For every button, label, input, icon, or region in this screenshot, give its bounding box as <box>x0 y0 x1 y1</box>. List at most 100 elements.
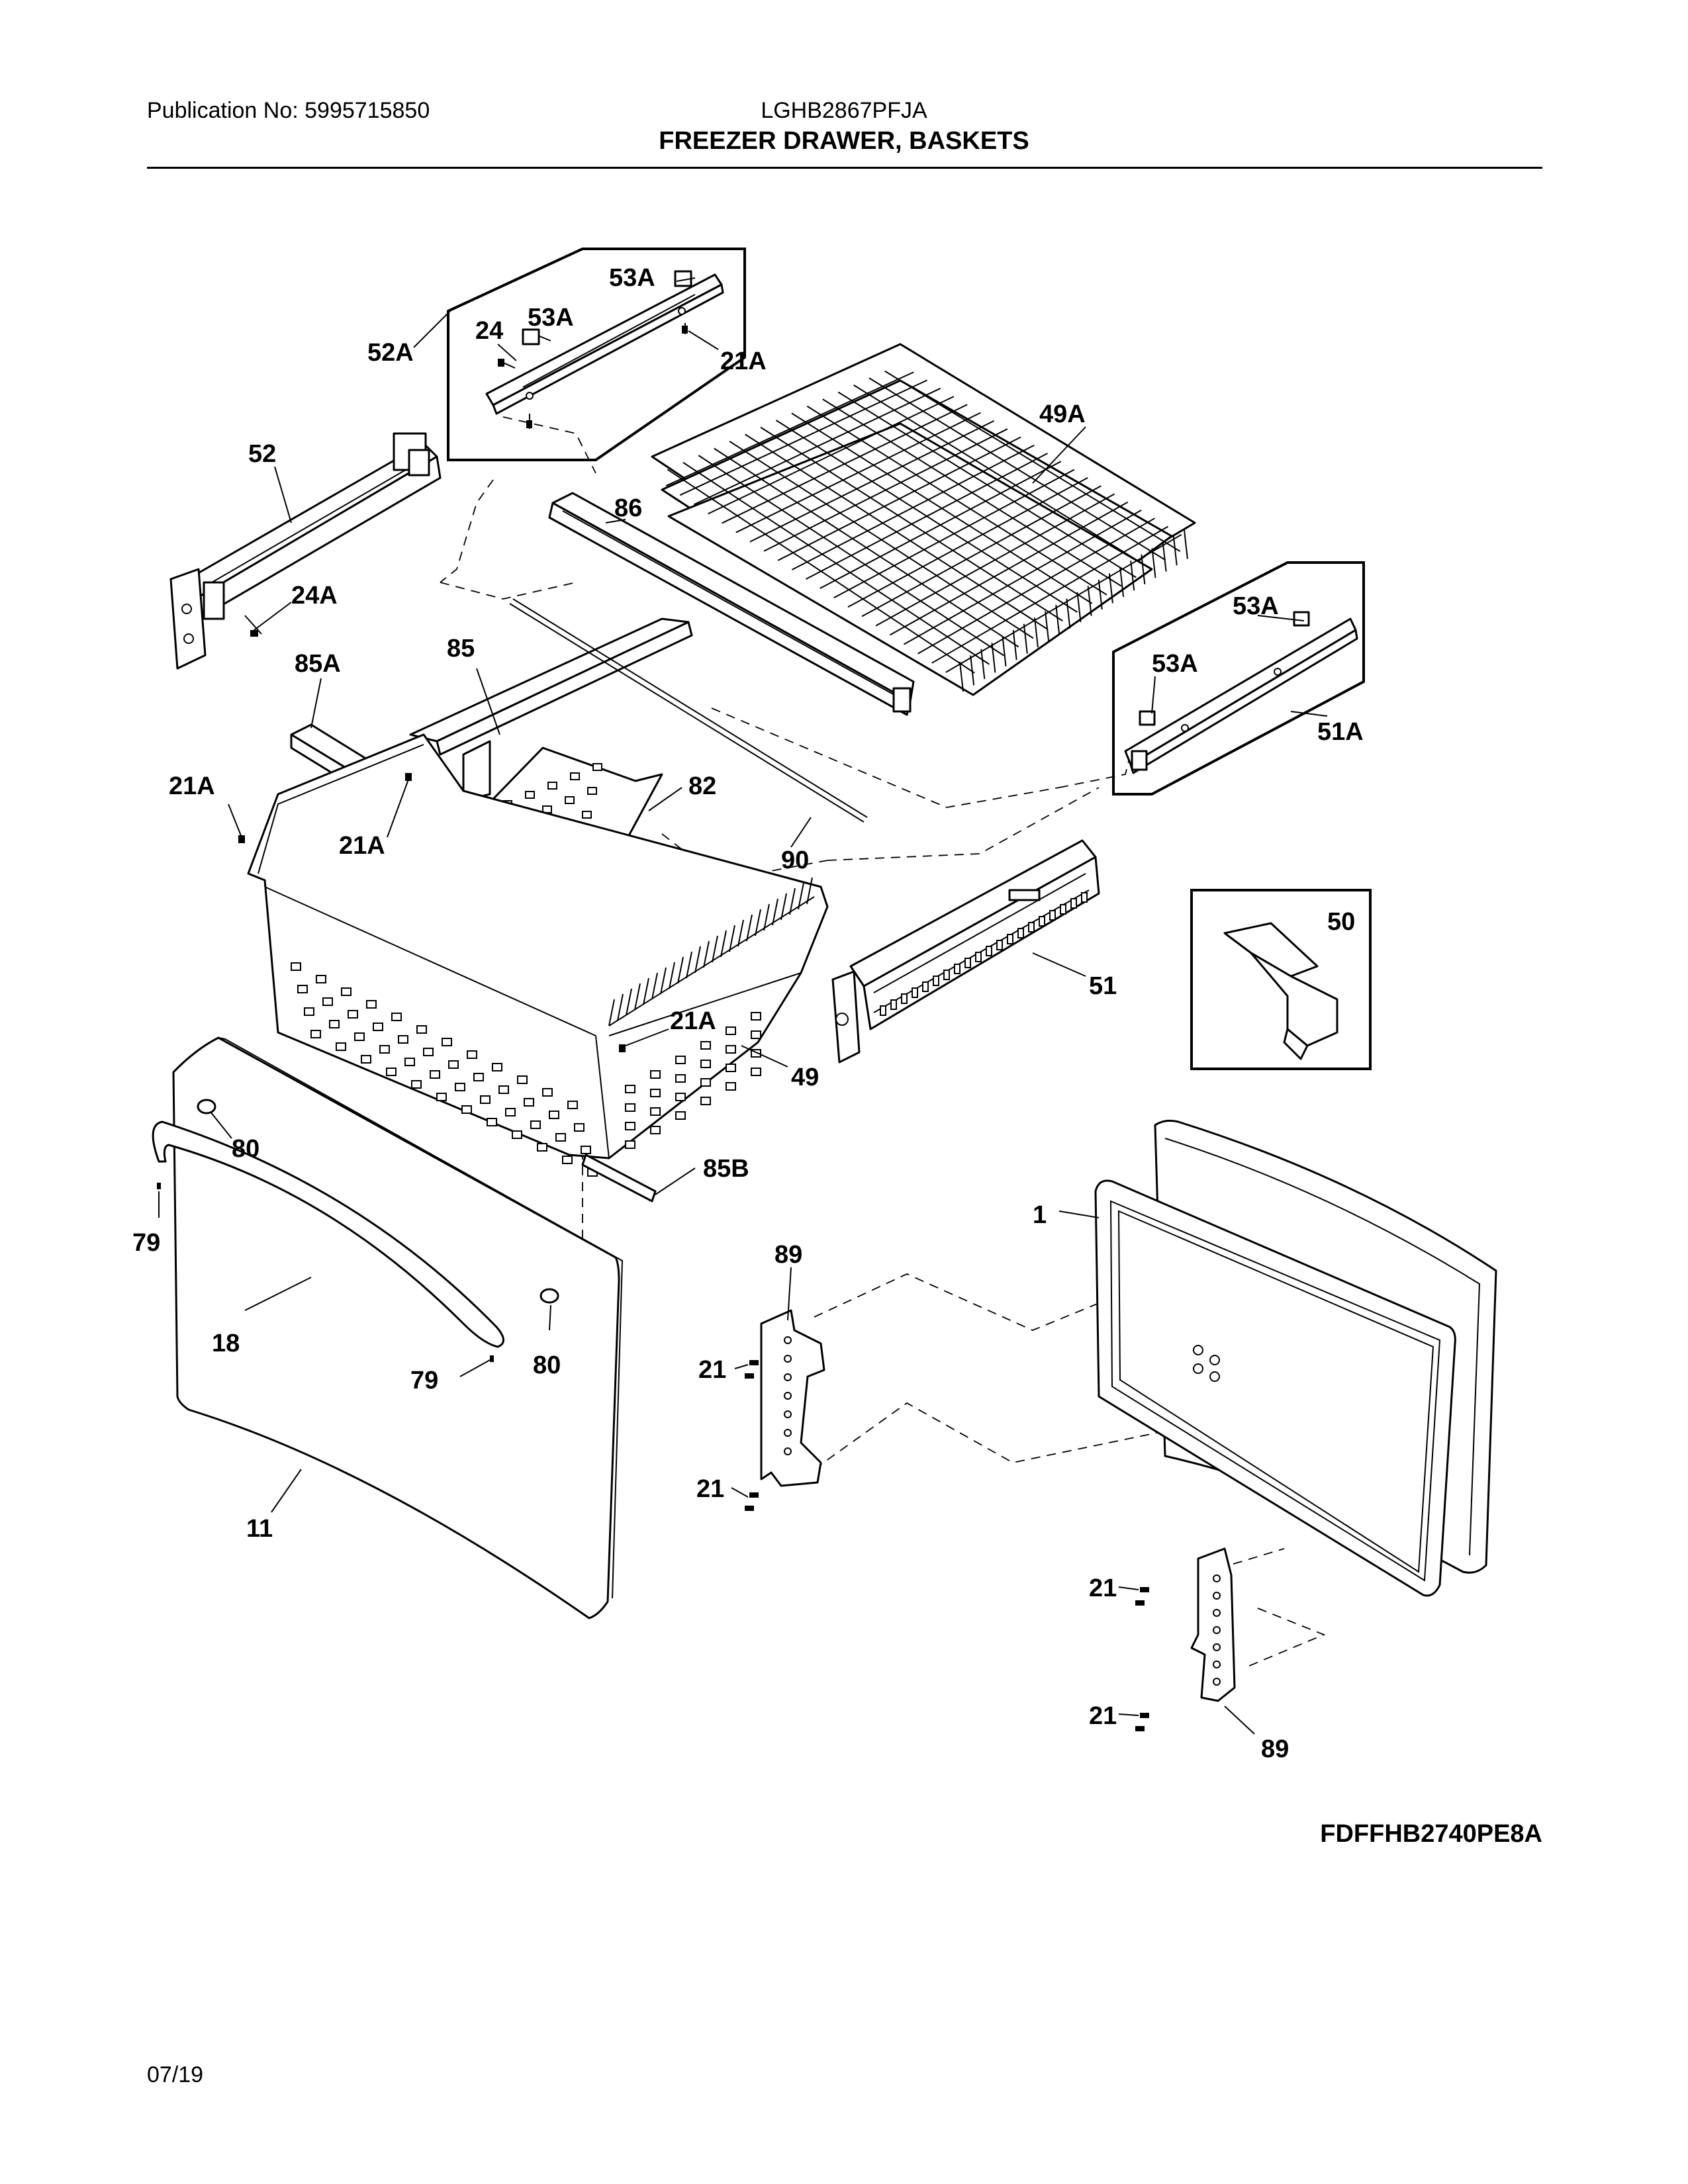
callout-1: 1 <box>1033 1201 1047 1229</box>
callout-82: 82 <box>688 772 716 800</box>
callout-53A: 53A <box>528 304 574 332</box>
bin-rib <box>694 946 701 974</box>
vent-hole <box>354 1032 365 1041</box>
vent-hole <box>517 1075 528 1084</box>
basket-wire <box>991 643 996 673</box>
rail-kit-51A-box <box>1112 561 1365 796</box>
vent-hole <box>291 962 301 971</box>
vent-hole <box>455 1083 465 1091</box>
basket-wire <box>1151 548 1156 578</box>
vent-hole <box>379 1045 390 1054</box>
vent-hole <box>562 1156 573 1164</box>
hinge-hole <box>784 1392 792 1400</box>
basket-wire <box>1141 554 1146 584</box>
vent-hole <box>391 1013 402 1021</box>
vent-hole <box>650 1070 661 1079</box>
vent-hole <box>304 1007 314 1016</box>
callout-21: 21 <box>698 1356 726 1384</box>
rail-tooth <box>1081 892 1088 903</box>
vent-hole <box>581 1146 591 1154</box>
vent-hole <box>700 1078 711 1087</box>
basket-wire <box>745 433 1049 631</box>
door-liner-and-gasket-1 <box>1094 1119 1497 1597</box>
callout-21A: 21A <box>720 347 767 375</box>
hinge-hole <box>1213 1609 1221 1617</box>
rail-tooth <box>1028 922 1035 933</box>
vent-hole <box>448 1060 459 1069</box>
leader-lines <box>158 277 1328 1735</box>
rail-tooth <box>1007 934 1013 944</box>
vent-hole <box>398 1035 408 1044</box>
callout-89: 89 <box>1261 1735 1289 1763</box>
callout-11: 11 <box>246 1515 273 1543</box>
hinge-hole <box>1213 1592 1221 1600</box>
hinge-hole <box>784 1429 792 1437</box>
vent-hole <box>512 1130 522 1139</box>
callout-24: 24 <box>475 317 503 345</box>
vent-hole <box>549 1111 559 1119</box>
basket-wire <box>980 649 986 680</box>
basket-wire <box>1045 611 1050 641</box>
basket-wire <box>1183 529 1188 559</box>
rod-85B <box>581 1154 657 1203</box>
header-rule <box>147 167 1542 169</box>
vent-hole <box>348 1010 358 1019</box>
vent-hole <box>555 1133 566 1142</box>
callout-24A: 24A <box>291 582 338 610</box>
callout-18: 18 <box>212 1330 240 1357</box>
loose-screws <box>238 773 626 1052</box>
screws-21-top <box>745 1360 759 1511</box>
vent-hole <box>700 1097 711 1105</box>
rail-tooth <box>933 976 939 986</box>
drawer-trim-86 <box>548 492 915 716</box>
rail-tooth <box>986 946 992 956</box>
vent-hole <box>675 1074 686 1083</box>
hinge-hole <box>784 1355 792 1363</box>
vent-hole <box>329 1020 340 1028</box>
vent-hole <box>587 787 597 795</box>
vent-hole <box>675 1093 686 1101</box>
hinge-bracket-89-bottom <box>1135 1547 1236 1731</box>
vent-hole <box>341 987 352 996</box>
basket-wire <box>1172 535 1178 566</box>
vent-hole <box>316 975 326 983</box>
rail-tooth <box>922 981 929 992</box>
bracket-50-box <box>1190 889 1372 1070</box>
vent-hole <box>542 1088 553 1097</box>
callout-89: 89 <box>774 1241 802 1269</box>
basket-wire <box>1076 592 1082 623</box>
bin-rib <box>712 935 718 963</box>
vent-hole <box>498 1085 509 1094</box>
vent-hole <box>574 1123 585 1132</box>
vent-hole <box>700 1060 711 1068</box>
basket-wire <box>775 420 1078 613</box>
bin-rib <box>737 919 744 947</box>
basket-wire <box>806 405 1107 596</box>
rail-tooth <box>1070 898 1077 909</box>
callout-21: 21 <box>1089 1702 1117 1730</box>
callout-80: 80 <box>232 1135 259 1163</box>
callout-79: 79 <box>410 1367 438 1394</box>
basket-wire <box>791 412 1093 604</box>
vent-hole <box>592 763 602 771</box>
rail-kit-52A-box <box>447 248 746 461</box>
hinge-hole <box>1213 1661 1221 1668</box>
vent-hole <box>322 997 333 1006</box>
page-title: FREEZER DRAWER, BASKETS <box>659 127 1029 155</box>
rail-tooth <box>912 987 918 998</box>
basket-wire <box>837 391 1137 578</box>
basket-wire <box>667 469 975 674</box>
rail-tooth <box>964 958 971 968</box>
bin-rib <box>643 978 649 1005</box>
bin-rib <box>617 993 624 1021</box>
publication-number: Publication No: 5995715850 <box>147 98 430 123</box>
basket-wire <box>682 461 990 665</box>
bin-rib <box>651 972 658 1000</box>
basket-wire <box>1119 567 1125 597</box>
bin-rib <box>660 967 667 995</box>
basket-wire <box>1162 541 1167 572</box>
callout-79: 79 <box>132 1229 160 1257</box>
callout-51: 51 <box>1089 972 1117 1000</box>
vent-hole <box>726 1026 736 1035</box>
rail-tooth <box>1049 910 1056 921</box>
